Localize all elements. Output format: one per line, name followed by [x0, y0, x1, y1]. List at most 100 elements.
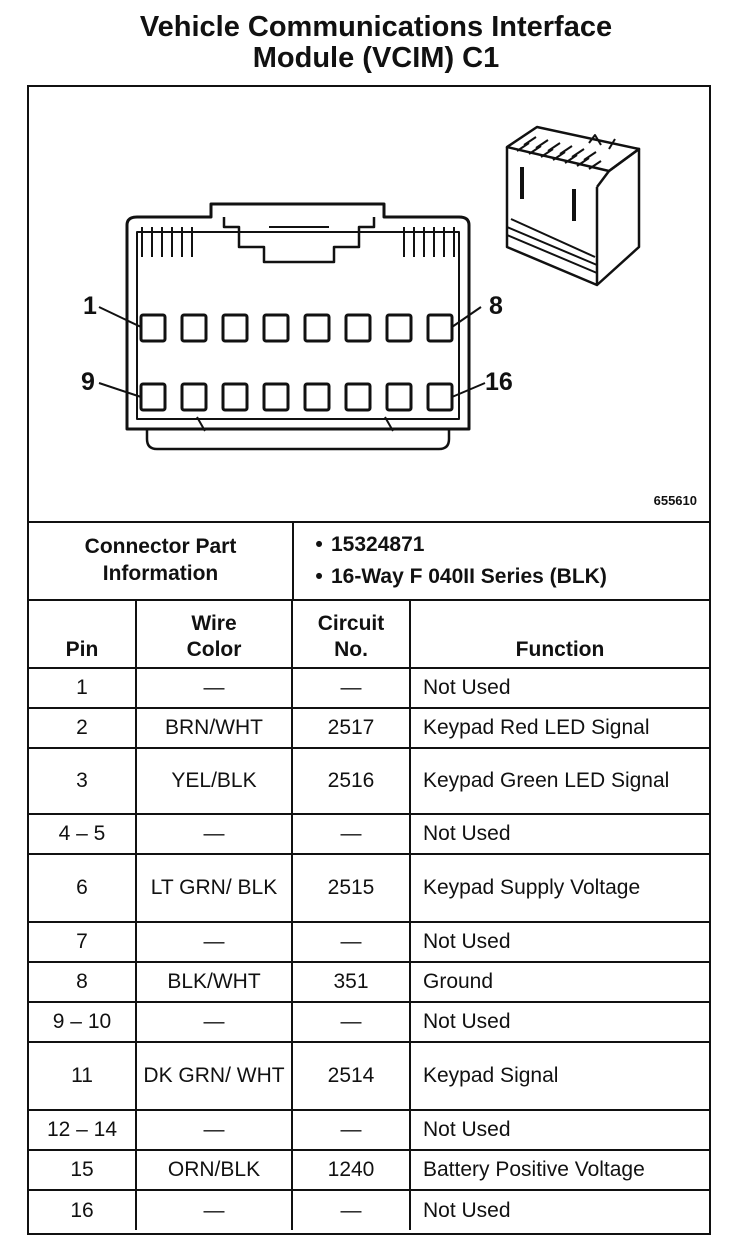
connector-inner-outline — [136, 231, 460, 420]
cell-pin: 3 — [29, 747, 137, 815]
pin-label-16: 16 — [485, 368, 513, 396]
table-row: 12 – 14——Not Used — [29, 1109, 709, 1151]
cell-pin: 2 — [29, 707, 137, 749]
pin-cavity-11 — [221, 382, 249, 412]
leader-pin-8 — [451, 306, 482, 328]
cell-pin: 16 — [29, 1189, 137, 1230]
connector-latch — [222, 217, 376, 264]
cell-wire-color: — — [135, 1109, 293, 1151]
cell-pin: 7 — [29, 921, 137, 963]
cell-wire-color: — — [135, 1001, 293, 1043]
cell-pin: 11 — [29, 1041, 137, 1111]
leader-pin-16 — [451, 382, 486, 398]
cell-function: Keypad Signal — [409, 1041, 709, 1111]
cell-wire-color: LT GRN/ BLK — [135, 853, 293, 923]
cell-pin: 8 — [29, 961, 137, 1003]
connector-series: 16-Way F 040II Series (BLK) — [307, 561, 607, 593]
cpi-label-line-2: Information — [102, 562, 219, 585]
cell-function: Not Used — [409, 921, 709, 963]
page-title: Vehicle Communications Interface Module … — [0, 12, 752, 74]
cell-circuit-no: — — [291, 1001, 411, 1043]
cell-circuit-no: — — [291, 1189, 411, 1230]
cell-function: Not Used — [409, 1001, 709, 1043]
cell-circuit-no: 351 — [291, 961, 411, 1003]
pin-cavity-6 — [344, 313, 372, 343]
pin-cavity-16 — [426, 382, 454, 412]
cell-circuit-no: 2514 — [291, 1041, 411, 1111]
cell-function: Not Used — [409, 813, 709, 855]
cell-pin: 12 – 14 — [29, 1109, 137, 1151]
header-pin: Pin — [29, 599, 137, 669]
cell-wire-color: YEL/BLK — [135, 747, 293, 815]
title-line-2: Module (VCIM) C1 — [252, 42, 500, 74]
figure-number: 655610 — [653, 493, 697, 508]
cell-circuit-no: — — [291, 667, 411, 709]
connector-drawing: 1 8 9 16 — [81, 125, 641, 451]
cell-circuit-no: — — [291, 921, 411, 963]
pin-cavity-12 — [262, 382, 290, 412]
cell-function: Not Used — [409, 1109, 709, 1151]
table-row: 7——Not Used — [29, 921, 709, 963]
cell-wire-color: BLK/WHT — [135, 961, 293, 1003]
connector-body — [125, 202, 471, 431]
cpi-label-line-1: Connector Part — [84, 535, 237, 558]
cell-function: Not Used — [409, 667, 709, 709]
cell-wire-color: — — [135, 1189, 293, 1230]
connector-sheet: 1 8 9 16 655610 Connector Part Informati… — [27, 85, 711, 1235]
connector-diagram: 1 8 9 16 655610 — [29, 87, 709, 523]
cell-circuit-no: 2517 — [291, 707, 411, 749]
cell-function: Keypad Supply Voltage — [409, 853, 709, 923]
cell-wire-color: ORN/BLK — [135, 1149, 293, 1191]
cell-function: Battery Positive Voltage — [409, 1149, 709, 1191]
pin-cavity-15 — [385, 382, 413, 412]
header-function: Function — [409, 599, 709, 669]
cell-pin: 4 – 5 — [29, 813, 137, 855]
cell-wire-color: BRN/WHT — [135, 707, 293, 749]
cell-pin: 9 – 10 — [29, 1001, 137, 1043]
pin-row-top — [139, 313, 454, 343]
connector-isometric-view — [505, 125, 641, 287]
part-number: 15324871 — [307, 529, 607, 561]
table-row: 1——Not Used — [29, 667, 709, 709]
cell-pin: 15 — [29, 1149, 137, 1191]
cell-circuit-no: — — [291, 1109, 411, 1151]
pin-cavity-8 — [426, 313, 454, 343]
pin-cavity-5 — [303, 313, 331, 343]
cell-circuit-no: — — [291, 813, 411, 855]
pin-cavity-4 — [262, 313, 290, 343]
connector-part-information: Connector Part Information 15324871 16-W… — [29, 521, 709, 601]
cell-wire-color: — — [135, 667, 293, 709]
cell-pin: 1 — [29, 667, 137, 709]
table-row: 16——Not Used — [29, 1189, 709, 1230]
pin-label-9: 9 — [81, 368, 95, 396]
pin-cavity-10 — [180, 382, 208, 412]
pin-cavity-2 — [180, 313, 208, 343]
pin-cavity-13 — [303, 382, 331, 412]
cell-function: Ground — [409, 961, 709, 1003]
cell-pin: 6 — [29, 853, 137, 923]
connector-part-info-list: 15324871 16-Way F 040II Series (BLK) — [307, 529, 607, 593]
cell-circuit-no: 1240 — [291, 1149, 411, 1191]
cell-wire-color: — — [135, 921, 293, 963]
table-row: 9 – 10——Not Used — [29, 1001, 709, 1043]
connector-bottom-lip — [145, 429, 451, 451]
cell-wire-color: — — [135, 813, 293, 855]
pin-row-bottom — [139, 382, 454, 412]
leader-pin-1 — [98, 306, 142, 328]
cell-function: Keypad Green LED Signal — [409, 747, 709, 815]
pin-cavity-7 — [385, 313, 413, 343]
connector-part-info-label: Connector Part Information — [29, 521, 294, 599]
cell-circuit-no: 2516 — [291, 747, 411, 815]
pin-cavity-9 — [139, 382, 167, 412]
cell-function: Not Used — [409, 1189, 709, 1230]
title-line-1: Vehicle Communications Interface — [139, 11, 613, 43]
